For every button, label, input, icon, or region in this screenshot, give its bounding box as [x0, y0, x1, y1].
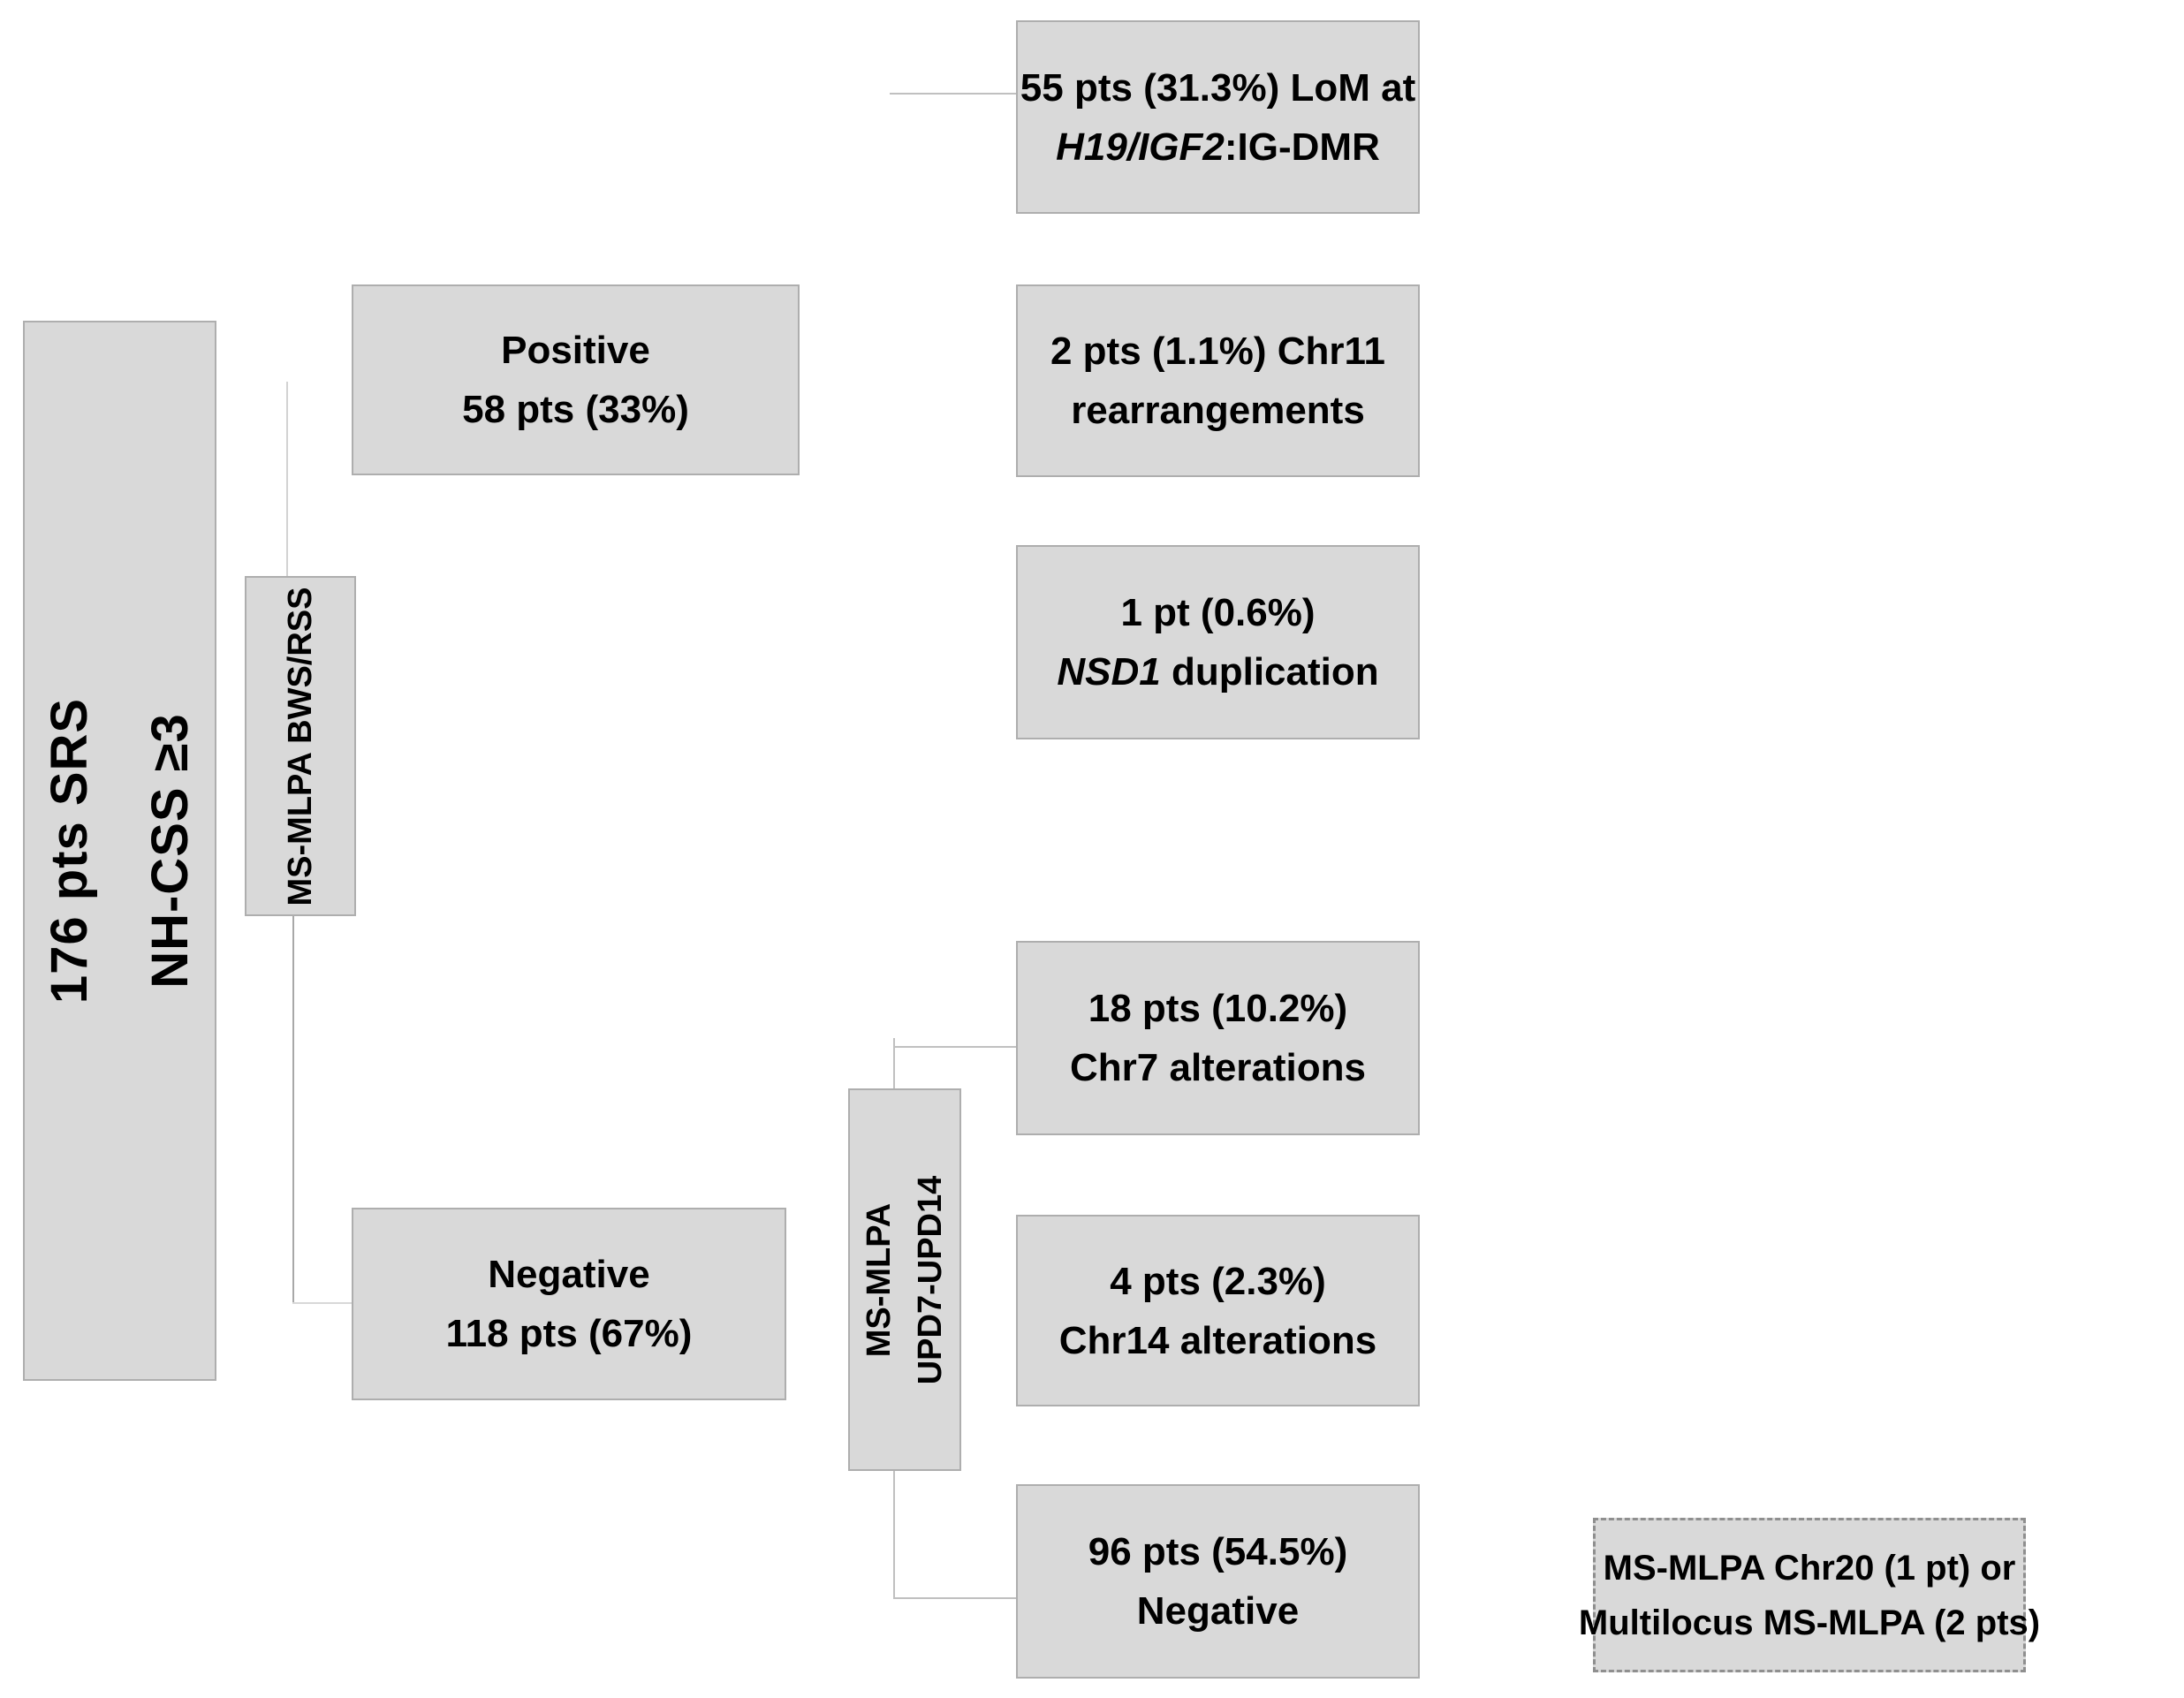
connector-upd-to-neg96-horizontal: [893, 1597, 1016, 1599]
note-line-2: Multilocus MS-MLPA (2 pts): [1578, 1603, 2041, 1642]
lom-gene-italic: H19/IGF2: [1056, 125, 1225, 169]
nsd1-line-1: 1 pt (0.6%): [1120, 591, 1316, 634]
lom-line-1: 55 pts (31.3%) LoM at: [1020, 65, 1416, 110]
positive-label: Positive 58 pts (33%): [462, 321, 689, 439]
connector-bws-to-positive: [286, 382, 288, 576]
positive-line-2: 58 pts (33%): [462, 388, 689, 431]
cohort-line-2: NH-CSS ≥3: [140, 713, 199, 989]
negative-line-2: 118 pts (67%): [445, 1312, 693, 1355]
chr14-label: 4 pts (2.3%) Chr14 alterations: [1059, 1252, 1376, 1370]
negative-line-1: Negative: [488, 1253, 650, 1296]
test-upd-label: MS-MLPA UPD7-UPD14: [853, 1175, 956, 1384]
box-result-negative: Negative 118 pts (67%): [352, 1208, 786, 1400]
chr7-line-1: 18 pts (10.2%): [1088, 987, 1348, 1030]
box-outcome-lom-h19-igf2: 55 pts (31.3%) LoM at H19/IGF2:IG-DMR: [1016, 20, 1420, 214]
chr14-line-2: Chr14 alterations: [1058, 1318, 1377, 1362]
box-outcome-nsd1-duplication: 1 pt (0.6%) NSD1 duplication: [1016, 545, 1420, 739]
connector-positive-to-lom: [890, 93, 1016, 95]
chr7-line-2: Chr7 alterations: [1070, 1046, 1366, 1089]
test-upd-line-2: UPD7-UPD14: [912, 1175, 949, 1384]
chr7-label: 18 pts (10.2%) Chr7 alterations: [1070, 979, 1366, 1097]
connector-bws-to-negative-horizontal: [292, 1302, 353, 1304]
nsd1-line-2: NSD1 duplication: [1057, 642, 1378, 701]
test-bws-text: MS-MLPA BWS/RSS: [282, 587, 319, 906]
note-label: MS-MLPA Chr20 (1 pt) or Multilocus MS-ML…: [1579, 1541, 2040, 1650]
cohort-line-1: 176 pts SRS: [40, 697, 98, 1004]
box-test-msmlpa-bws-rss: MS-MLPA BWS/RSS: [245, 576, 356, 916]
test-upd-line-1: MS-MLPA: [861, 1202, 898, 1357]
nsd1-line-2-rest: duplication: [1160, 650, 1379, 694]
box-outcome-96-negative: 96 pts (54.5%) Negative: [1016, 1484, 1420, 1679]
neg96-line-1: 96 pts (54.5%): [1088, 1530, 1348, 1573]
nsd1-gene-italic: NSD1: [1057, 650, 1161, 694]
box-cohort-176-srs: 176 pts SRS NH-CSS ≥3: [23, 321, 216, 1381]
connector-upd-to-chr7-vertical: [893, 1038, 895, 1088]
connector-upd-to-neg96-vertical: [893, 1471, 895, 1599]
cohort-label: 176 pts SRS NH-CSS ≥3: [19, 698, 221, 1004]
box-outcome-chr11-rearrangements: 2 pts (1.1%) Chr11 rearrangements: [1016, 284, 1420, 477]
connector-upd-to-chr7-horizontal: [893, 1046, 1016, 1048]
lom-label: 55 pts (31.3%) LoM at H19/IGF2:IG-DMR: [1020, 58, 1415, 177]
chr11-label: 2 pts (1.1%) Chr11 rearrangements: [1050, 322, 1385, 440]
lom-line-2-rest: :IG-DMR: [1224, 125, 1380, 169]
box-outcome-chr14-alterations: 4 pts (2.3%) Chr14 alterations: [1016, 1215, 1420, 1406]
negative-label: Negative 118 pts (67%): [446, 1245, 693, 1363]
note-line-1: MS-MLPA Chr20 (1 pt) or: [1603, 1548, 2016, 1588]
box-note-followup-msmlpa: MS-MLPA Chr20 (1 pt) or Multilocus MS-ML…: [1579, 1518, 2040, 1672]
lom-line-2: H19/IGF2:IG-DMR: [1020, 117, 1415, 177]
chr11-line-1: 2 pts (1.1%) Chr11: [1050, 330, 1386, 373]
test-bws-label: MS-MLPA BWS/RSS: [275, 587, 326, 906]
box-result-positive: Positive 58 pts (33%): [352, 284, 800, 475]
chr14-line-1: 4 pts (2.3%): [1110, 1259, 1326, 1303]
positive-line-1: Positive: [501, 329, 650, 372]
box-test-msmlpa-upd7-upd14: MS-MLPA UPD7-UPD14: [848, 1088, 961, 1471]
box-outcome-chr7-alterations: 18 pts (10.2%) Chr7 alterations: [1016, 941, 1420, 1135]
neg96-label: 96 pts (54.5%) Negative: [1088, 1522, 1347, 1641]
neg96-line-2: Negative: [1136, 1589, 1300, 1633]
connector-bws-to-negative-vertical: [292, 916, 294, 1304]
nsd1-label: 1 pt (0.6%) NSD1 duplication: [1057, 583, 1378, 701]
chr11-line-2: rearrangements: [1071, 389, 1365, 432]
